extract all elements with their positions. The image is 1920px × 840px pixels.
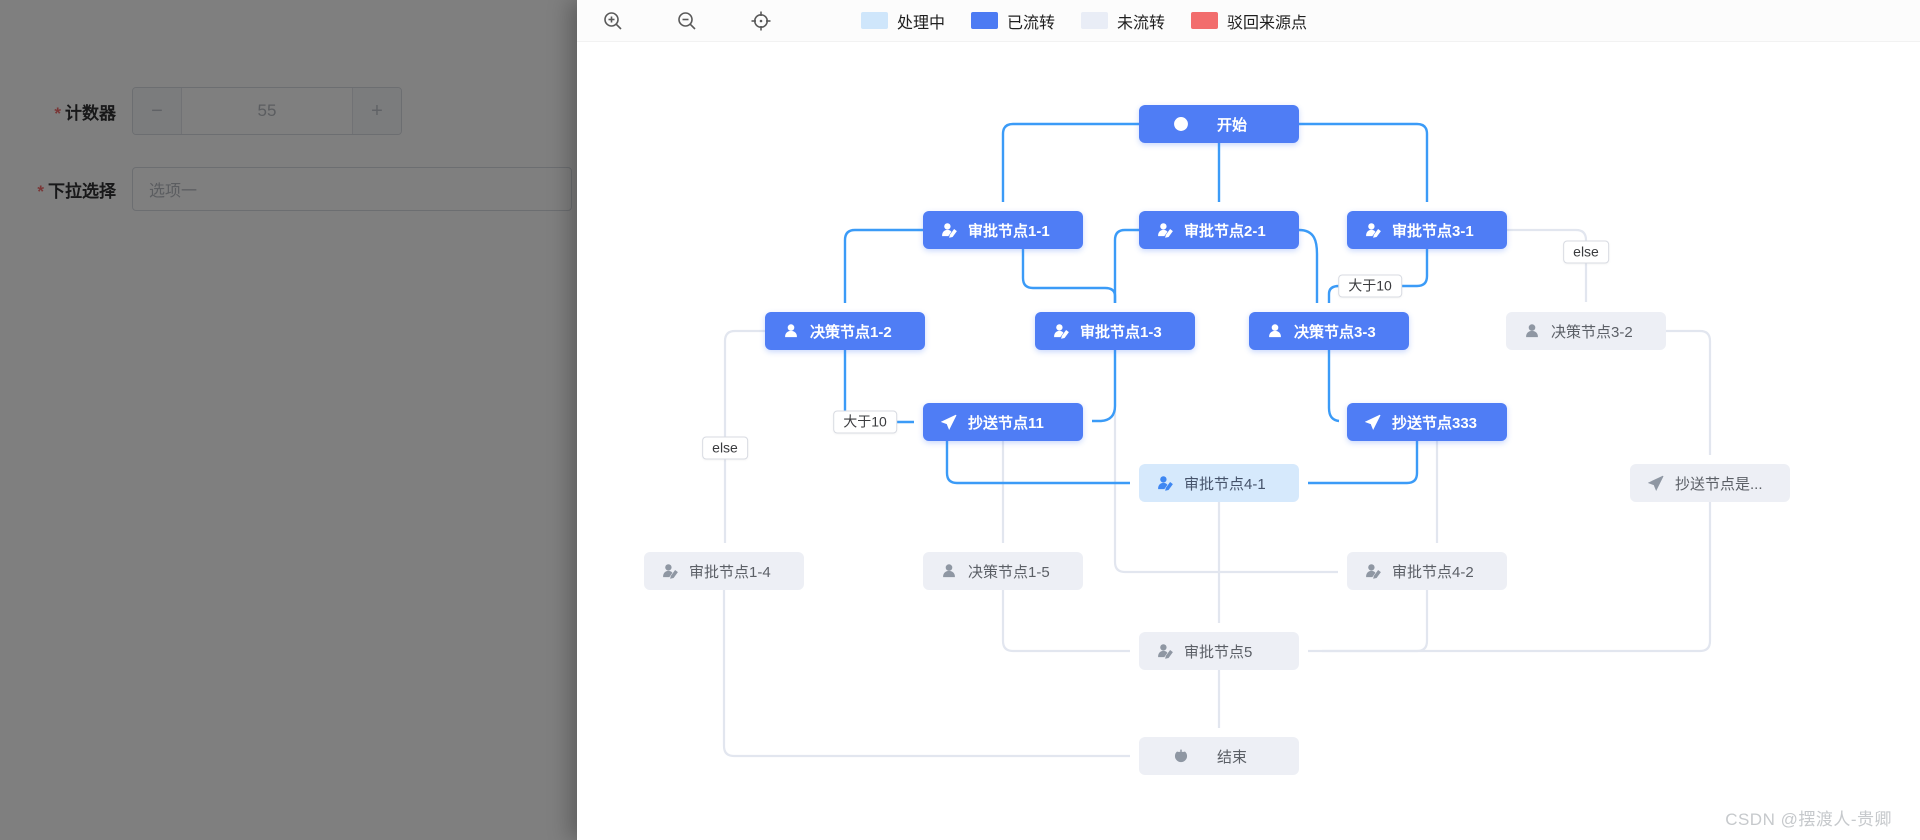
user-edit-icon	[941, 222, 957, 238]
user-edit-icon	[1053, 323, 1069, 339]
flow-toolbar: 处理中 已流转 未流转 驳回来源点	[577, 0, 1920, 42]
legend-item-rejected-source: 驳回来源点	[1191, 9, 1307, 33]
legend-item-processing: 处理中	[861, 9, 945, 33]
node-decision-1-2[interactable]: 决策节点1-2	[765, 312, 925, 350]
status-legend: 处理中 已流转 未流转 驳回来源点	[861, 9, 1333, 33]
legend-item-flowed: 已流转	[971, 9, 1055, 33]
csdn-watermark: CSDN @摆渡人-贵卿	[1725, 810, 1892, 829]
user-icon	[941, 563, 957, 579]
zoom-out-icon[interactable]	[675, 9, 699, 33]
user-edit-icon	[1157, 643, 1173, 659]
flow-drawer-panel: 处理中 已流转 未流转 驳回来源点	[577, 0, 1920, 840]
node-decision-1-5[interactable]: 决策节点1-5	[923, 552, 1083, 590]
node-cc-333[interactable]: 抄送节点333	[1347, 403, 1507, 441]
legend-swatch-rejected-source	[1191, 12, 1219, 29]
paper-plane-icon	[1648, 475, 1664, 491]
node-approval-4-2[interactable]: 审批节点4-2	[1347, 552, 1507, 590]
node-approval-2-1[interactable]: 审批节点2-1	[1139, 211, 1299, 249]
legend-swatch-flowed	[971, 12, 999, 29]
node-cc-11[interactable]: 抄送节点11	[923, 403, 1083, 441]
legend-swatch-pending	[1081, 12, 1109, 29]
user-icon	[783, 323, 799, 339]
locate-icon[interactable]	[749, 9, 773, 33]
user-icon	[1524, 323, 1540, 339]
user-edit-icon	[1157, 222, 1173, 238]
node-decision-3-2[interactable]: 决策节点3-2	[1506, 312, 1666, 350]
node-approval-3-1[interactable]: 审批节点3-1	[1347, 211, 1507, 249]
user-icon	[1267, 323, 1283, 339]
legend-item-pending: 未流转	[1081, 9, 1165, 33]
node-end[interactable]: 结束	[1139, 737, 1299, 775]
power-icon	[1173, 748, 1189, 764]
node-approval-4-1[interactable]: 审批节点4-1	[1139, 464, 1299, 502]
user-edit-icon	[1365, 222, 1381, 238]
user-edit-icon	[662, 563, 678, 579]
zoom-in-icon[interactable]	[601, 9, 625, 33]
play-circle-icon	[1173, 116, 1189, 132]
node-approval-1-4[interactable]: 审批节点1-4	[644, 552, 804, 590]
node-cc-truncated[interactable]: 抄送节点是...	[1630, 464, 1790, 502]
node-start[interactable]: 开始	[1139, 105, 1299, 143]
node-approval-5[interactable]: 审批节点5	[1139, 632, 1299, 670]
edge-label-greater-than-10: 大于10	[1338, 274, 1402, 298]
edge-label-greater-than-10: 大于10	[833, 410, 897, 434]
paper-plane-icon	[1365, 414, 1381, 430]
node-approval-1-1[interactable]: 审批节点1-1	[923, 211, 1083, 249]
flow-canvas[interactable]: 开始 审批节点1-1 审批节点2-1	[577, 0, 1920, 840]
flow-edges	[722, 122, 1712, 758]
node-approval-1-3[interactable]: 审批节点1-3	[1035, 312, 1195, 350]
node-decision-3-3[interactable]: 决策节点3-3	[1249, 312, 1409, 350]
user-edit-icon	[1157, 475, 1173, 491]
user-edit-icon	[1365, 563, 1381, 579]
edge-label-else: else	[702, 436, 748, 460]
paper-plane-icon	[941, 414, 957, 430]
edge-label-else: else	[1563, 240, 1609, 264]
legend-swatch-processing	[861, 12, 888, 29]
